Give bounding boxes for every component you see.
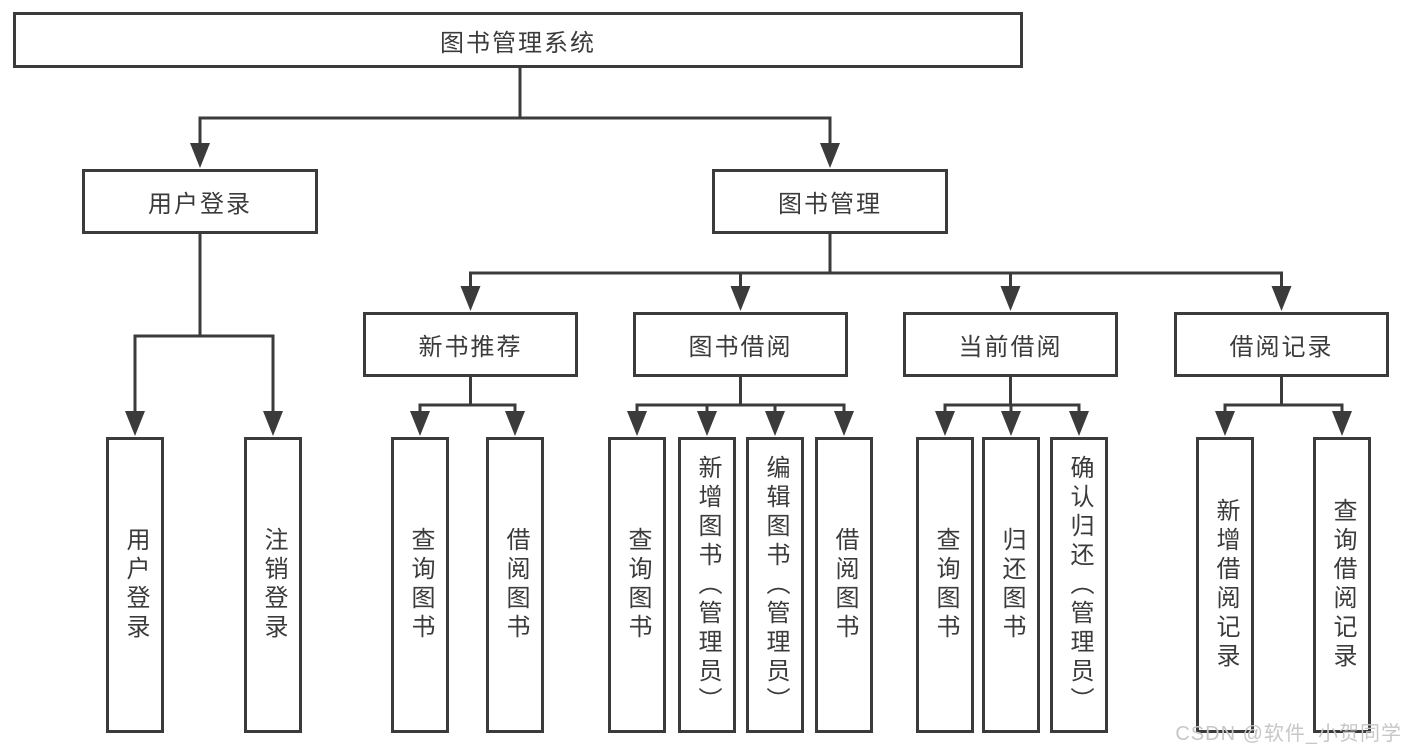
leaf-records-query-record: 查询借阅记录 (1313, 437, 1371, 733)
leaf-records-add-record: 新增借阅记录 (1196, 437, 1254, 733)
arrowhead-icon (125, 411, 145, 436)
leaf-label: 注销登录 (260, 527, 287, 643)
leaf-label: 借阅图书 (502, 527, 529, 643)
node-label: 图书借阅 (688, 334, 793, 361)
arrowhead-icon (1271, 286, 1292, 311)
arrowhead-icon (765, 411, 785, 436)
leaf-borrow-query-books: 查询图书 (608, 437, 666, 733)
leaf-label: 借阅图书 (831, 527, 858, 643)
node-label: 借阅记录 (1229, 334, 1334, 361)
leaf-current-confirm-return-admin: 确认归还（管理员） (1050, 437, 1108, 733)
arrowhead-icon (627, 411, 647, 436)
arrowhead-icon (1332, 411, 1352, 436)
node-label: 当前借阅 (958, 334, 1063, 361)
node-book-borrow: 图书借阅 (633, 312, 848, 377)
leaf-borrow-edit-books-admin: 编辑图书（管理员） (746, 437, 804, 733)
arrowhead-icon (410, 411, 430, 436)
arrowhead-icon (935, 411, 955, 436)
arrowhead-icon (697, 411, 717, 436)
leaf-label: 查询图书 (407, 527, 434, 643)
node-label: 新书推荐 (418, 334, 523, 361)
node-label: 图书管理 (778, 191, 882, 218)
arrowhead-icon (190, 143, 210, 168)
node-label: 图书管理系统 (440, 29, 596, 57)
leaf-borrow-add-books-admin: 新增图书（管理员） (678, 437, 736, 733)
leaf-label: 新增图书（管理员） (694, 454, 721, 716)
leaf-label: 查询图书 (624, 527, 651, 643)
leaf-label: 查询图书 (932, 527, 959, 643)
arrowhead-icon (834, 411, 854, 436)
arrowhead-icon (263, 411, 283, 436)
arrowheads (125, 118, 1352, 436)
leaf-label: 归还图书 (998, 527, 1025, 643)
node-label: 用户登录 (148, 191, 252, 218)
arrowhead-icon (1000, 286, 1021, 311)
leaf-label: 用户登录 (122, 527, 149, 643)
leaf-borrow-borrow-books: 借阅图书 (815, 437, 873, 733)
arrowhead-icon (1001, 411, 1021, 436)
leaf-current-return-books: 归还图书 (982, 437, 1040, 733)
node-user-login: 用户登录 (82, 169, 318, 234)
leaf-current-query-books: 查询图书 (916, 437, 974, 733)
arrowhead-icon (730, 286, 751, 311)
leaf-recommend-query-books: 查询图书 (391, 437, 449, 733)
arrowhead-icon (820, 143, 840, 168)
csdn-watermark: CSDN @软件_小贺同学 (1175, 723, 1402, 745)
arrowhead-icon (460, 286, 481, 311)
leaf-label: 查询借阅记录 (1329, 498, 1356, 672)
node-new-book-recommend: 新书推荐 (363, 312, 578, 377)
leaf-logout-login: 注销登录 (244, 437, 302, 733)
leaf-recommend-borrow-books: 借阅图书 (486, 437, 544, 733)
leaf-label: 新增借阅记录 (1212, 498, 1239, 672)
arrowhead-icon (1069, 411, 1089, 436)
node-borrow-records: 借阅记录 (1174, 312, 1389, 377)
node-library-management-system: 图书管理系统 (13, 12, 1023, 68)
leaf-label: 确认归还（管理员） (1066, 454, 1093, 716)
arrowhead-icon (1215, 411, 1235, 436)
node-book-management: 图书管理 (712, 169, 948, 234)
leaf-label: 编辑图书（管理员） (762, 454, 789, 716)
arrowhead-icon (505, 411, 525, 436)
node-current-borrow: 当前借阅 (903, 312, 1118, 377)
leaf-user-login: 用户登录 (106, 437, 164, 733)
